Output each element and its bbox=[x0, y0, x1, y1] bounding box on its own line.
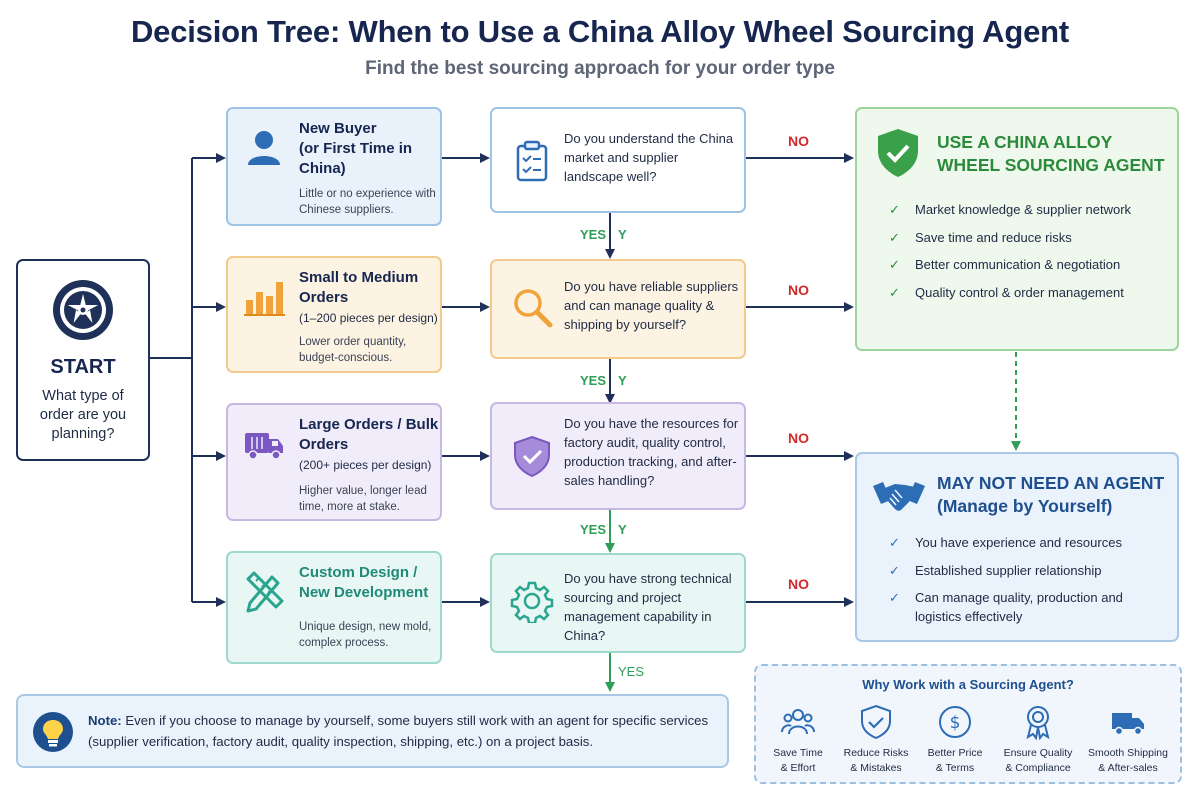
note-box: Note: Even if you choose to manage by yo… bbox=[16, 694, 729, 768]
category-new-buyer: New Buyer (or First Time in China) Littl… bbox=[226, 107, 442, 226]
check-icon: ✓ bbox=[889, 202, 900, 217]
list-item: ✓Quality control & order management bbox=[889, 284, 1124, 300]
no-label: NO bbox=[788, 430, 809, 446]
page-title: Decision Tree: When to Use a China Alloy… bbox=[130, 14, 1070, 49]
shield-check-icon bbox=[514, 435, 550, 478]
category-custom-design: Custom Design / New Development Unique d… bbox=[226, 551, 442, 664]
why-item: Reduce Risks& Mistakes bbox=[834, 704, 918, 776]
why-item: Ensure Quality& Compliance bbox=[996, 704, 1080, 776]
list-item: ✓Market knowledge & supplier network bbox=[889, 202, 1132, 217]
category-title: New Buyer (or First Time in China) bbox=[299, 120, 413, 177]
category-desc: Lower order quantity, budget-conscious. bbox=[299, 336, 407, 364]
start-question: What type of order are you planning? bbox=[39, 388, 127, 442]
truck-icon bbox=[1112, 713, 1144, 736]
reason-list: ✓You have experience and resources ✓Esta… bbox=[889, 533, 1129, 635]
result-title: USE A CHINA ALLOY WHEEL SOURCING AGENT bbox=[937, 132, 1165, 175]
check-icon: ✓ bbox=[889, 590, 900, 605]
category-desc: Little or no experience with Chinese sup… bbox=[299, 188, 436, 216]
ribbon-badge-icon bbox=[1026, 706, 1050, 740]
yes-label: YES bbox=[618, 664, 645, 679]
yes-label: YES bbox=[580, 522, 607, 537]
why-title: Why Work with a Sourcing Agent? bbox=[862, 677, 1074, 692]
why-agent-panel: Why Work with a Sourcing Agent? Save Tim… bbox=[754, 664, 1182, 784]
category-title: Small to Medium Orders (1–200 pieces per… bbox=[299, 269, 438, 325]
yes-label: YES bbox=[580, 227, 607, 242]
dollar-icon: $ bbox=[939, 706, 971, 738]
check-icon: ✓ bbox=[889, 284, 900, 300]
no-label: NO bbox=[788, 576, 809, 592]
question-text: Do you understand the China market and s… bbox=[564, 131, 734, 184]
y-label: Y bbox=[618, 522, 627, 537]
question-text: Do you have reliable suppliers and can m… bbox=[564, 279, 739, 332]
page-subtitle: Find the best sourcing approach for your… bbox=[365, 58, 835, 79]
design-tools-icon bbox=[246, 571, 284, 613]
gear-icon bbox=[510, 581, 554, 623]
list-item: ✓Established supplier relationship bbox=[889, 562, 1102, 578]
list-item: ✓Save time and reduce risks bbox=[889, 229, 1072, 245]
why-item: Save Time& Effort bbox=[756, 704, 840, 776]
result-self-managed: MAY NOT NEED AN AGENT (Manage by Yoursel… bbox=[855, 452, 1179, 642]
question-resources: Do you have the resources for factory au… bbox=[490, 402, 746, 510]
category-desc: Unique design, new mold, complex process… bbox=[299, 621, 432, 649]
why-item: Smooth Shipping& After-sales bbox=[1086, 704, 1170, 776]
truck-icon bbox=[245, 433, 283, 460]
y-label: Y bbox=[618, 227, 627, 242]
check-icon: ✓ bbox=[889, 257, 900, 272]
question-text: Do you have the resources for factory au… bbox=[564, 416, 739, 488]
lightbulb-icon bbox=[33, 712, 73, 752]
no-label: NO bbox=[788, 282, 809, 298]
yes-label: YES bbox=[580, 373, 607, 388]
check-icon: ✓ bbox=[889, 229, 900, 245]
shield-check-icon bbox=[861, 704, 891, 740]
note-text: Note: Even if you choose to manage by yo… bbox=[88, 713, 709, 749]
magnifier-icon bbox=[514, 289, 553, 328]
handshake-icon bbox=[873, 482, 925, 511]
check-icon: ✓ bbox=[889, 562, 900, 578]
question-market-knowledge: Do you understand the China market and s… bbox=[490, 107, 746, 213]
result-use-agent: USE A CHINA ALLOY WHEEL SOURCING AGENT ✓… bbox=[855, 107, 1179, 351]
user-icon bbox=[248, 131, 280, 165]
clipboard-icon bbox=[516, 140, 548, 182]
start-node: START What type of order are you plannin… bbox=[16, 259, 150, 461]
benefit-list: ✓Market knowledge & supplier network ✓Sa… bbox=[889, 200, 1131, 310]
category-large-orders: Large Orders / Bulk Orders (200+ pieces … bbox=[226, 403, 442, 521]
list-item: ✓Better communication & negotiation bbox=[889, 257, 1121, 272]
list-item: ✓You have experience and resources bbox=[889, 535, 1122, 550]
category-title: Large Orders / Bulk Orders (200+ pieces … bbox=[299, 416, 439, 472]
question-technical-capability: Do you have strong technical sourcing an… bbox=[490, 553, 746, 653]
people-icon bbox=[781, 709, 815, 735]
y-label: Y bbox=[618, 373, 627, 388]
list-item: ✓Can manage quality, production and logi… bbox=[889, 590, 1123, 624]
start-label: START bbox=[50, 356, 116, 378]
shield-check-icon bbox=[878, 129, 918, 177]
wheel-icon bbox=[53, 280, 113, 340]
svg-text:$: $ bbox=[950, 713, 961, 733]
category-small-medium-orders: Small to Medium Orders (1–200 pieces per… bbox=[226, 256, 442, 373]
why-item: $ Better Price& Terms bbox=[913, 704, 997, 776]
category-desc: Higher value, longer lead time, more at … bbox=[299, 485, 427, 513]
no-label: NO bbox=[788, 133, 809, 149]
check-icon: ✓ bbox=[889, 535, 900, 550]
result-title: MAY NOT NEED AN AGENT (Manage by Yoursel… bbox=[937, 473, 1165, 516]
bar-chart-icon bbox=[244, 282, 285, 316]
category-title: Custom Design / New Development bbox=[299, 564, 429, 601]
question-reliable-suppliers: Do you have reliable suppliers and can m… bbox=[490, 259, 746, 359]
question-text: Do you have strong technical sourcing an… bbox=[564, 571, 732, 643]
